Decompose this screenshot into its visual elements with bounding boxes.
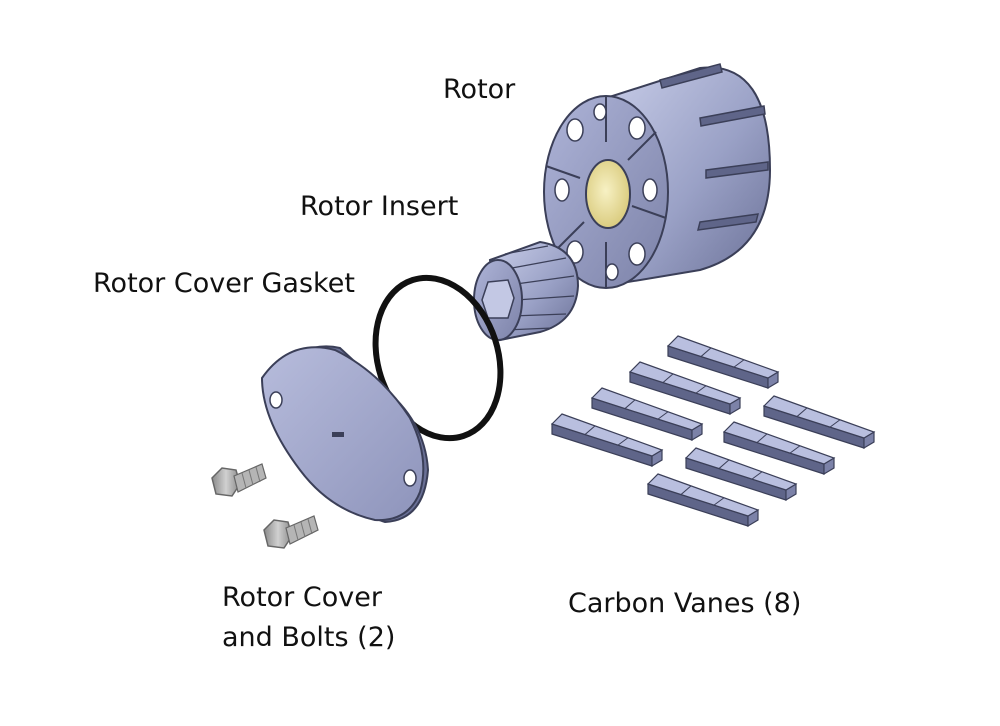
rotor-insert-label: Rotor Insert	[300, 191, 459, 222]
carbon-vane	[722, 421, 836, 476]
carbon-vane	[646, 473, 760, 528]
carbon-vane	[550, 413, 664, 468]
bolt-2	[263, 515, 319, 549]
bolt-1	[211, 463, 267, 497]
rotor-cover-and-bolts-label: Rotor Cover and Bolts (2)	[222, 578, 395, 658]
rotor	[543, 63, 772, 289]
carbon-vane	[628, 361, 742, 416]
rotor-cover	[260, 345, 430, 524]
carbon-vane	[684, 447, 798, 502]
rotor-cover-label-line2: and Bolts (2)	[222, 622, 396, 653]
carbon-vanes	[550, 335, 876, 528]
carbon-vanes-label: Carbon Vanes (8)	[568, 588, 802, 619]
carbon-vane	[762, 395, 876, 450]
rotor-cover-gasket	[372, 274, 504, 442]
carbon-vane	[666, 335, 780, 390]
carbon-vane	[590, 387, 704, 442]
rotor-label: Rotor	[443, 74, 516, 105]
rotor-cover-label-line1: Rotor Cover	[222, 582, 382, 613]
rotor-cover-gasket-label: Rotor Cover Gasket	[93, 268, 355, 299]
